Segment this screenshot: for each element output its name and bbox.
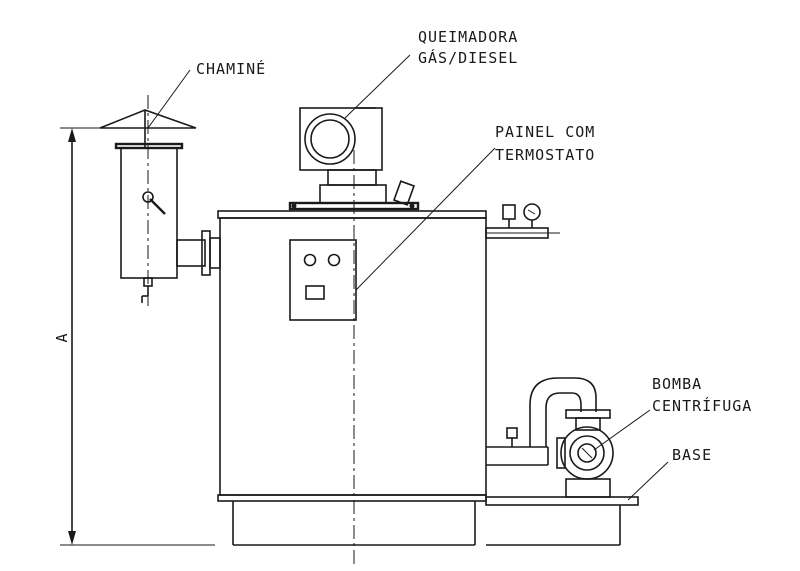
gauges (485, 203, 560, 239)
label-panel-line1: PAINEL COM (495, 123, 595, 141)
label-burner-line2: GÁS/DIESEL (418, 48, 518, 67)
label-panel-line2: TERMOSTATO (495, 146, 595, 164)
label-burner-line1: QUEIMADORA (418, 28, 518, 46)
pump-assembly (486, 377, 614, 498)
label-base: BASE (672, 446, 712, 464)
base (485, 496, 639, 546)
label-chimney: CHAMINÉ (196, 59, 266, 78)
leader-lines (147, 54, 669, 501)
label-pump-line1: BOMBA (652, 375, 702, 393)
height-dimension: A (53, 127, 215, 546)
height-dimension-label: A (53, 333, 71, 342)
boiler-body (217, 150, 487, 565)
label-pump-line2: CENTRÍFUGA (652, 396, 752, 415)
burner (288, 107, 420, 211)
control-panel (289, 239, 357, 321)
labels: CHAMINÉ QUEIMADORA GÁS/DIESEL PAINEL COM… (196, 28, 752, 464)
chimney (99, 95, 221, 306)
